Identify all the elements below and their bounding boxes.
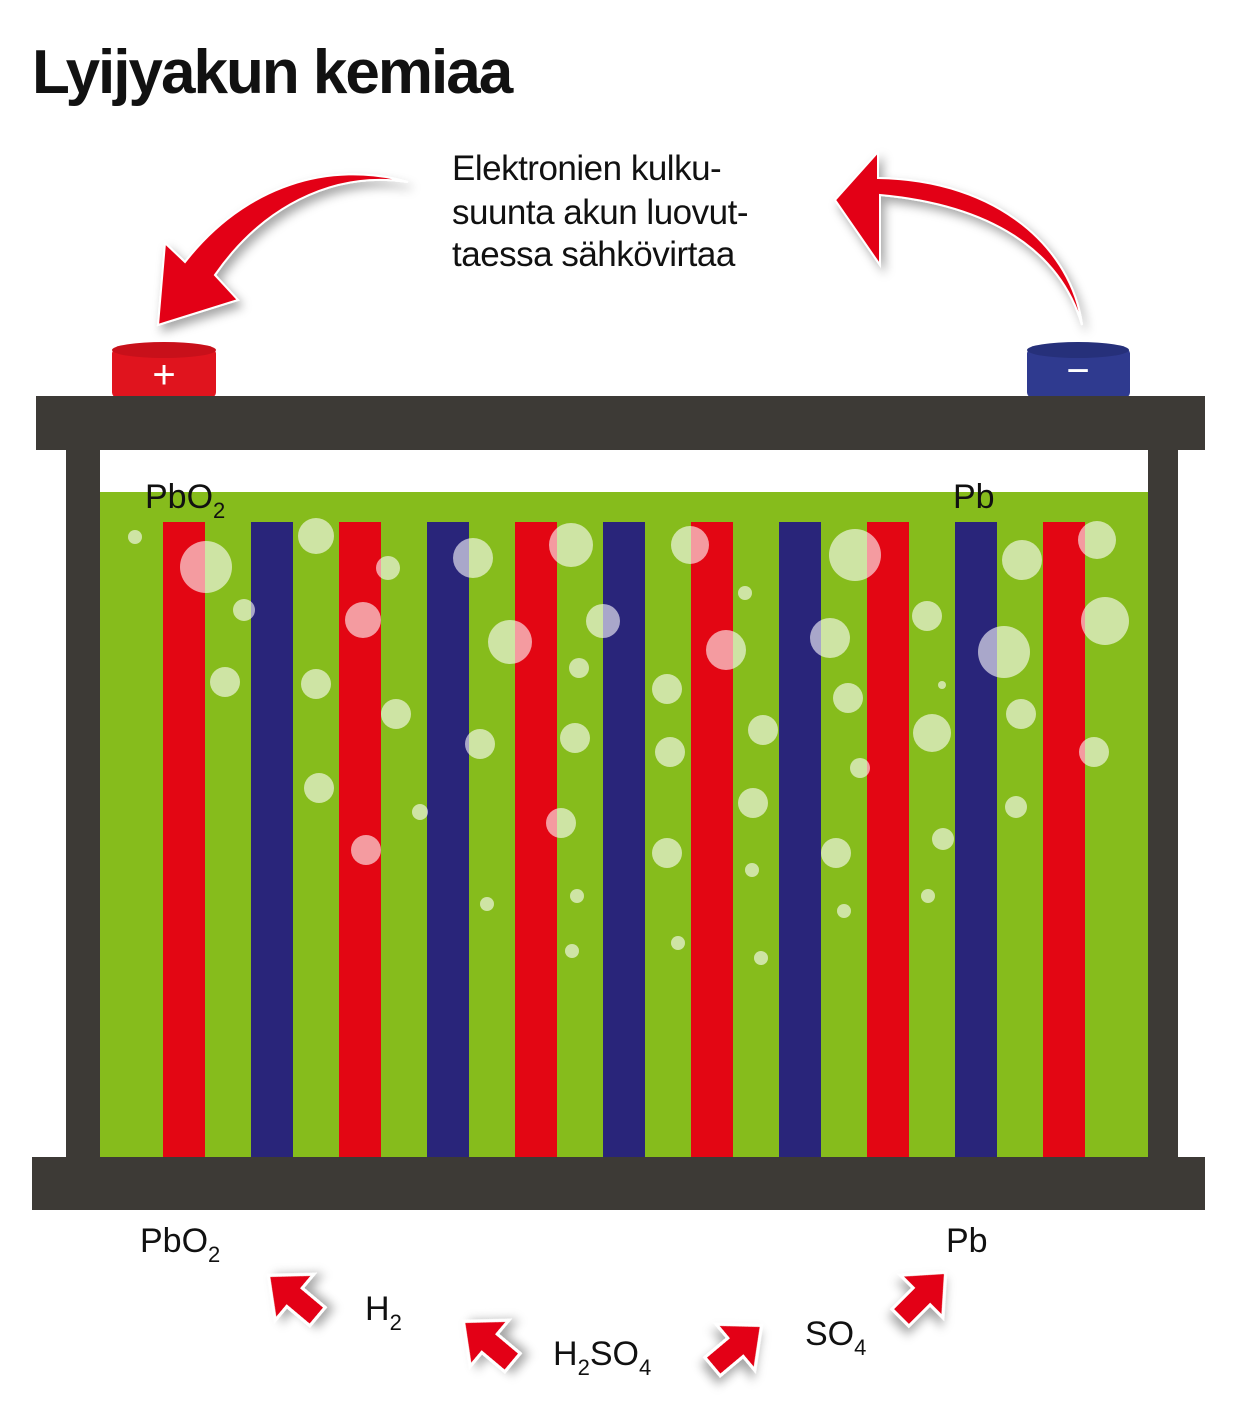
reaction-arrow-icon: [889, 1270, 948, 1329]
battery-base: [32, 1157, 1205, 1210]
bubble: [1006, 699, 1036, 729]
bubble: [546, 808, 576, 838]
bubble: [351, 835, 381, 865]
caption-line: suunta akun luovut-: [452, 193, 748, 232]
bubble: [298, 518, 334, 554]
bubble: [128, 530, 142, 544]
bubble: [754, 951, 768, 965]
positive-plate: [515, 522, 557, 1158]
reaction-arrows: [266, 1270, 948, 1378]
bubble: [745, 863, 759, 877]
page-title: Lyijyakun kemiaa: [32, 38, 514, 107]
bubble: [412, 804, 428, 820]
positive-plate: [163, 522, 205, 1158]
electron-arrow-left-icon: [156, 173, 409, 327]
bubble: [1079, 737, 1109, 767]
bubble: [850, 758, 870, 778]
bubble: [833, 683, 863, 713]
bubble: [465, 729, 495, 759]
bubble: [738, 586, 752, 600]
label-so4: SO4: [805, 1315, 866, 1360]
negative-plate: [251, 522, 293, 1158]
battery-wall-left: [66, 450, 100, 1160]
bubble: [738, 788, 768, 818]
bubble: [381, 699, 411, 729]
bubble: [210, 667, 240, 697]
bubble: [932, 828, 954, 850]
positive-plate: [1043, 522, 1085, 1158]
bubble: [810, 618, 850, 658]
positive-terminal: +: [112, 342, 216, 398]
label-h2so4: H2SO4: [553, 1335, 651, 1380]
reaction-arrow-icon: [461, 1318, 523, 1374]
bubble: [821, 838, 851, 868]
bubble: [938, 681, 946, 689]
label-pbo2-top: PbO2: [145, 478, 225, 523]
bubble: [748, 715, 778, 745]
bubble: [706, 630, 746, 670]
gas-bubbles: [128, 518, 1129, 965]
bubble: [829, 529, 881, 581]
bubble: [233, 599, 255, 621]
bubble: [1002, 540, 1042, 580]
bubble: [586, 604, 620, 638]
battery-wall-right: [1148, 450, 1178, 1160]
bubble: [560, 723, 590, 753]
caption-line: Elektronien kulku-: [452, 149, 721, 188]
bubble: [978, 626, 1030, 678]
battery-lid: [36, 396, 1205, 450]
bubble: [913, 714, 951, 752]
plus-icon: +: [152, 353, 175, 397]
reaction-arrow-icon: [702, 1322, 764, 1378]
bubble: [180, 541, 232, 593]
bubble: [1078, 521, 1116, 559]
bubble: [671, 526, 709, 564]
bubble: [921, 889, 935, 903]
negative-plate: [779, 522, 821, 1158]
bubble: [569, 658, 589, 678]
bubble: [549, 523, 593, 567]
minus-icon: −: [1066, 349, 1089, 393]
bubble: [304, 773, 334, 803]
positive-plate: [691, 522, 733, 1158]
caption-line: taessa sähkövirtaa: [452, 235, 736, 274]
bubble: [301, 669, 331, 699]
bubble: [488, 620, 532, 664]
label-pb-bottom: Pb: [946, 1222, 988, 1260]
bubble: [480, 897, 494, 911]
bubble: [652, 674, 682, 704]
label-pb-top: Pb: [953, 478, 995, 516]
positive-plate: [867, 522, 909, 1158]
bubble: [837, 904, 851, 918]
bubble: [655, 737, 685, 767]
electron-arrow-right-icon: [833, 149, 1083, 326]
bubble: [565, 944, 579, 958]
negative-plate: [427, 522, 469, 1158]
reaction-arrow-icon: [266, 1272, 328, 1328]
negative-terminal: −: [1027, 342, 1130, 398]
label-pbo2-bottom: PbO2: [140, 1222, 220, 1267]
electron-flow-caption: Elektronien kulku- suunta akun luovut- t…: [452, 149, 748, 274]
plates: [163, 522, 1085, 1158]
bubble: [652, 838, 682, 868]
bubble: [345, 602, 381, 638]
bubble: [570, 889, 584, 903]
bubble: [912, 601, 942, 631]
bubble: [376, 556, 400, 580]
negative-plate: [955, 522, 997, 1158]
bubble: [1081, 597, 1129, 645]
bubble: [671, 936, 685, 950]
bubble: [453, 538, 493, 578]
bubble: [1005, 796, 1027, 818]
label-h2: H2: [365, 1290, 402, 1335]
